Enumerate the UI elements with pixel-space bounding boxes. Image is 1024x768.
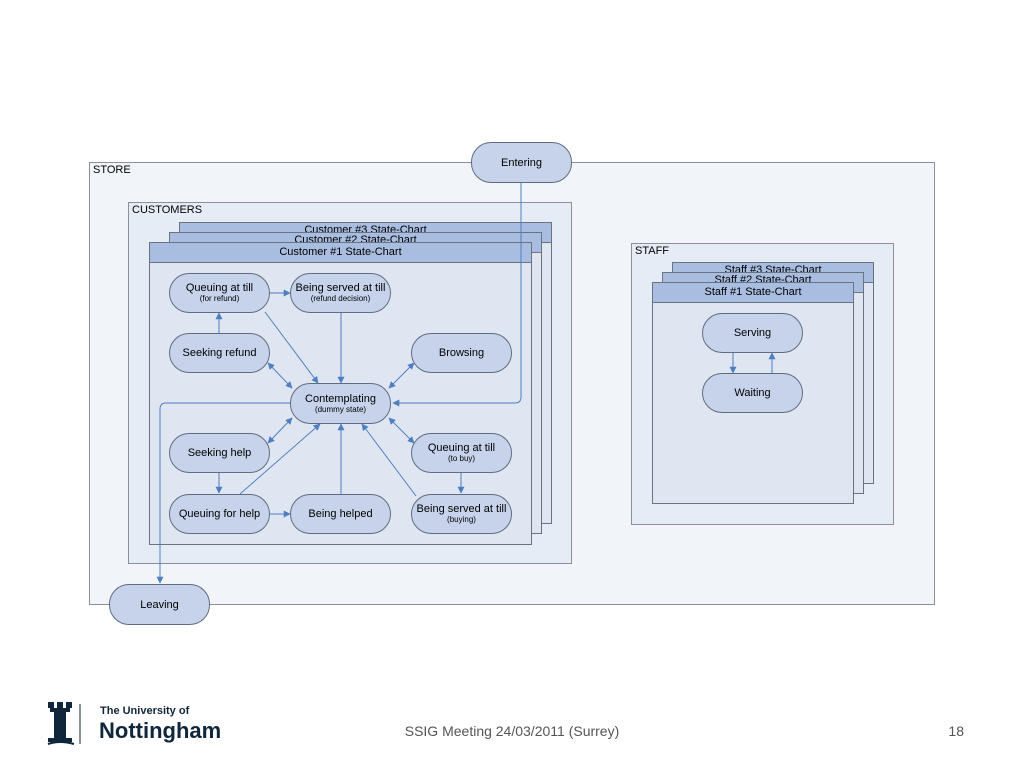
node-seeking-help-label: Seeking help (187, 447, 252, 459)
castle-crest-icon (47, 702, 81, 745)
store-label: STORE (93, 164, 131, 176)
node-being-helped-label: Being helped (308, 508, 373, 520)
footer-meeting: SSIG Meeting 24/03/2011 (Surrey) (404, 723, 620, 739)
node-browsing-label: Browsing (438, 347, 485, 359)
logo-line2: Nottingham (99, 718, 222, 743)
node-served-buy-label: Being served at till (416, 503, 507, 515)
node-browsing: Browsing (411, 333, 512, 373)
node-served-refund-sub: (refund decision) (310, 294, 371, 303)
node-queuing-help: Queuing for help (169, 494, 270, 534)
node-queuing-buy-label: Queuing at till (427, 442, 496, 454)
node-seeking-help: Seeking help (169, 433, 270, 473)
staff-1-chart-title: Staff #1 State-Chart (653, 283, 853, 303)
node-contemplating: Contemplating (dummy state) (290, 383, 391, 424)
node-queuing-buy-sub: (to buy) (447, 454, 476, 463)
node-seeking-refund-label: Seeking refund (182, 347, 257, 359)
node-queuing-refund: Queuing at till (for refund) (169, 273, 270, 313)
node-entering-label: Entering (501, 156, 542, 169)
node-seeking-refund: Seeking refund (169, 333, 270, 373)
node-contemplating-sub: (dummy state) (314, 404, 367, 414)
node-queuing-buy: Queuing at till (to buy) (411, 433, 512, 473)
customer-1-chart-title: Customer #1 State-Chart (150, 243, 531, 263)
node-entering: Entering (471, 142, 572, 183)
page-number: 18 (948, 723, 964, 739)
node-waiting: Waiting (702, 373, 803, 413)
node-leaving: Leaving (109, 584, 210, 625)
node-queuing-help-label: Queuing for help (178, 508, 261, 520)
university-logo (46, 700, 216, 748)
logo-line1: The University of (100, 705, 190, 717)
node-served-buy: Being served at till (buying) (411, 494, 512, 534)
node-queuing-refund-sub: (for refund) (199, 294, 240, 303)
node-served-buy-sub: (buying) (447, 515, 476, 524)
node-serving-label: Serving (733, 327, 772, 339)
node-served-refund-label: Being served at till (295, 282, 386, 294)
node-serving: Serving (702, 313, 803, 353)
node-waiting-label: Waiting (734, 387, 771, 399)
node-queuing-refund-label: Queuing at till (185, 282, 254, 294)
customers-label: CUSTOMERS (132, 204, 203, 216)
node-served-refund: Being served at till (refund decision) (290, 273, 391, 313)
node-contemplating-label: Contemplating (305, 392, 376, 405)
node-being-helped: Being helped (290, 494, 391, 534)
staff-label: STAFF (635, 245, 670, 257)
node-leaving-label: Leaving (140, 598, 179, 611)
